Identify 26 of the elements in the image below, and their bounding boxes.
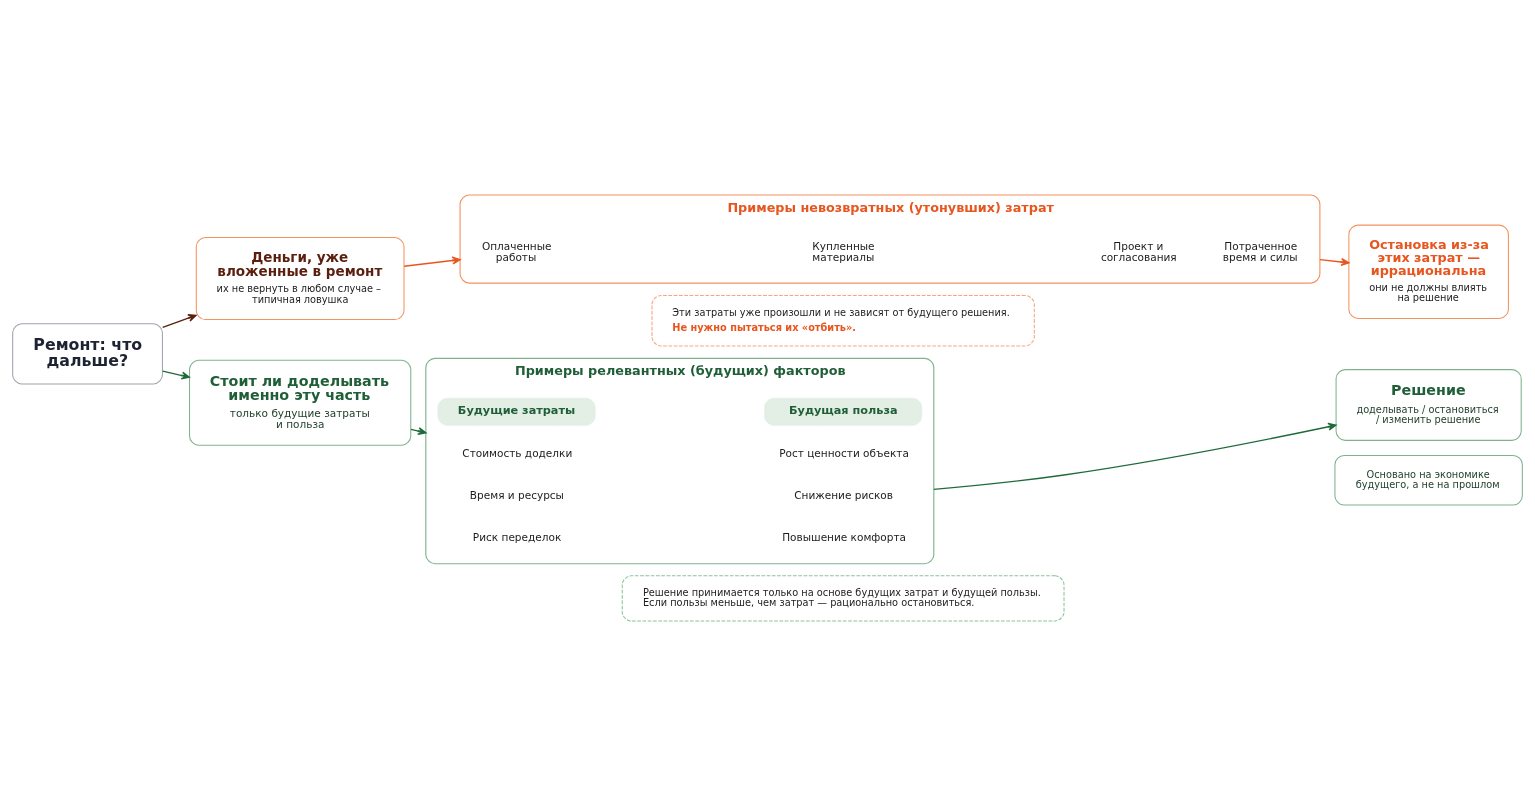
node-box: Ремонт: что дальше? [12,323,163,385]
node-box: Стоит ли доделывать именно эту часть только будущие затраты и польза [189,359,412,446]
arrow [933,422,1337,491]
node-box: Будущая польза [764,397,923,426]
arrow [162,370,191,380]
node-text: Оплаченные работы [481,240,552,264]
node-text: Проект и согласования [1100,240,1177,264]
arrow [162,314,197,328]
node-text: Повышение комфорта [782,531,907,544]
node-box: Основано на экономике будущего, а не на прошлом [1334,454,1523,506]
node-box: Эти затраты уже произошли и не зависят от будущего решения. Не нужно пытаться их «отбить». [651,294,1035,347]
node-box: Решение доделывать / остановиться / изменить решение [1335,369,1522,441]
node-text: Время и ресурсы [469,489,564,502]
arrow [403,256,461,267]
node-text: Рост ценности объекта [779,447,909,460]
node-text: Риск переделок [472,531,562,544]
node-box: Решение принимается только на основе будущих затрат и будущей пользы. Если пользы меньше, чем затрат — рационально остановиться. [621,575,1065,622]
arrow [410,427,427,436]
node-box: Деньги, уже вложенные в ремонт их не вернуть в любом случае – типичная ловушка [195,237,405,321]
node-text: Купленные материалы [812,240,875,264]
arrow [1319,258,1350,267]
node-box: Будущие затраты [437,397,596,426]
node-box: Остановка из-за этих затрат — иррациональна они не должны влиять на решение [1348,224,1509,319]
node-text: Стоимость доделки [462,447,573,460]
node-text: Снижение рисков [794,489,894,502]
node-text: Потраченное время и силы [1222,240,1298,264]
